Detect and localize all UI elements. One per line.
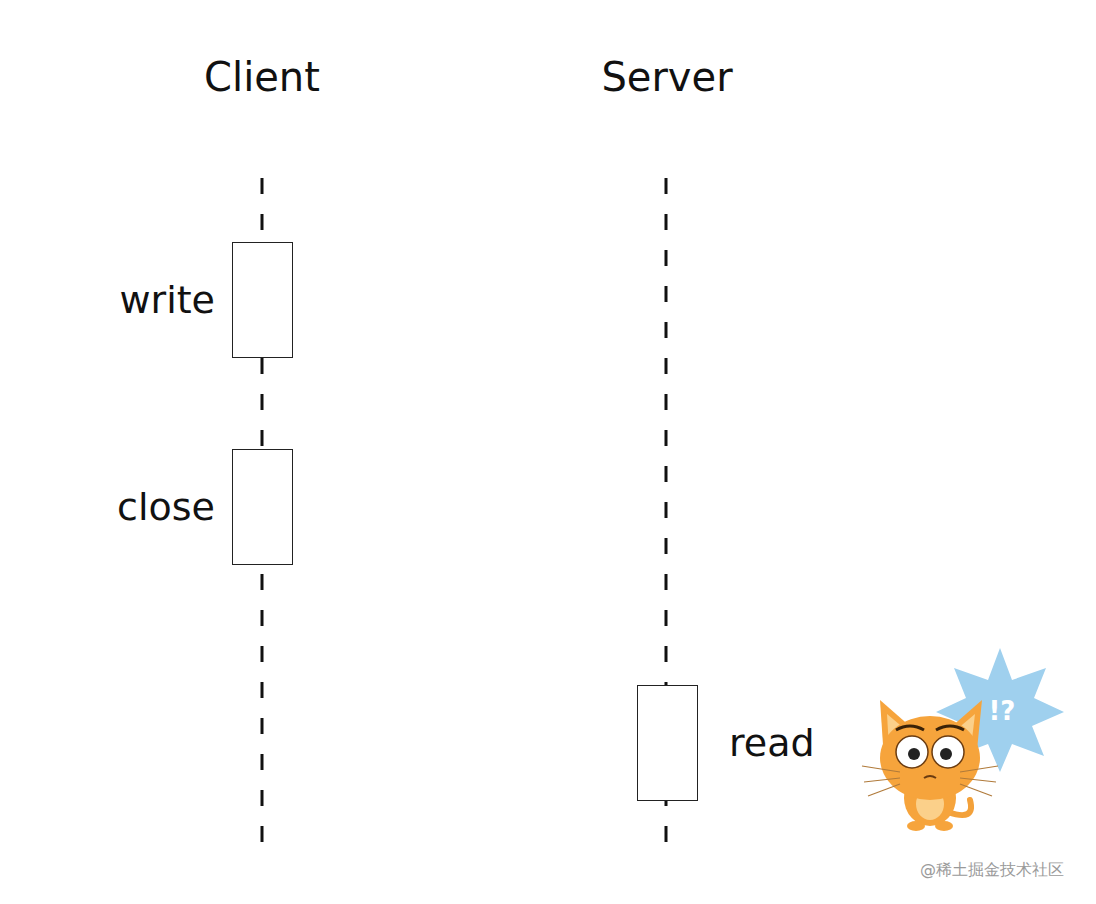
close-call-box: close [232, 449, 293, 565]
read-call-box: read [637, 685, 698, 801]
lifeline-title: Server [601, 54, 732, 100]
write-call-box: write [232, 242, 293, 358]
cat-head [880, 716, 980, 800]
lifeline-title: Client [204, 54, 320, 100]
watermark: @稀土掘金技术社区 [920, 860, 1064, 881]
call-name: write [119, 278, 215, 322]
confused-cat [862, 648, 1064, 831]
call-name: close [117, 485, 215, 529]
exclamation-mark: !? [989, 696, 1016, 726]
call-name: read [729, 721, 815, 765]
